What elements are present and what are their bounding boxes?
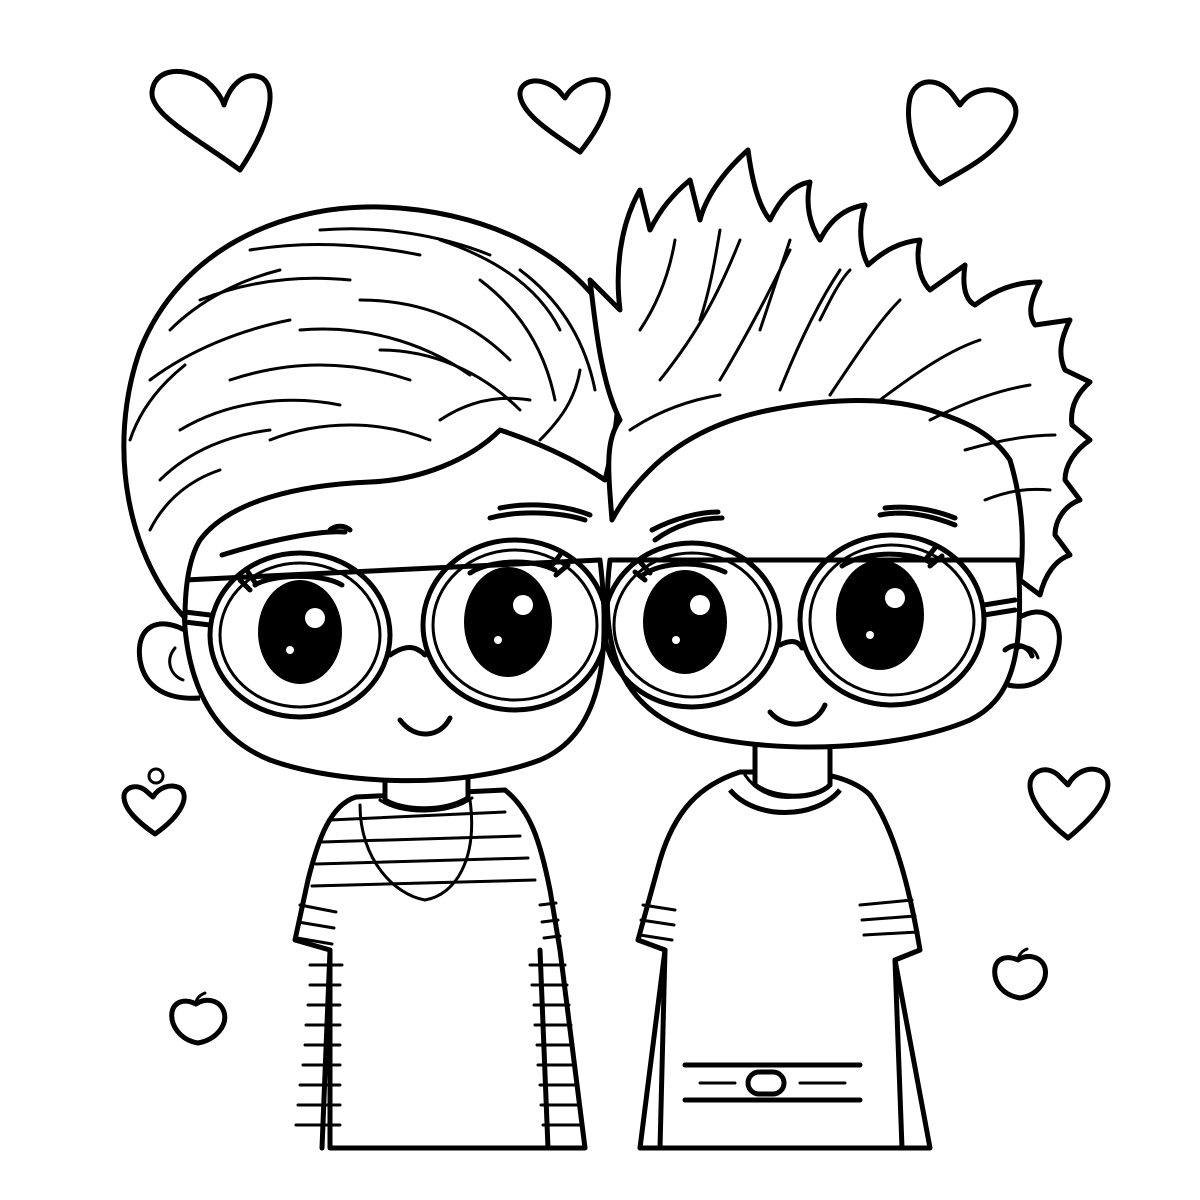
heart-icon	[906, 79, 1019, 187]
eyes-right	[632, 545, 1035, 674]
striped-shirt	[292, 787, 588, 1151]
heart-icon	[1027, 766, 1111, 841]
boy-left	[121, 204, 622, 1151]
smile	[767, 702, 828, 727]
small-heart-icon	[121, 767, 187, 837]
apple-heart-icon	[992, 947, 1048, 1001]
boy-right	[587, 147, 1093, 1151]
tshirt	[635, 769, 933, 1151]
heart-icon	[517, 77, 611, 155]
spiky-hair	[587, 147, 1093, 598]
glasses-right	[601, 532, 1018, 710]
smile	[397, 715, 453, 737]
apple-heart-icon	[169, 991, 228, 1046]
heart-icon	[149, 69, 273, 173]
eyes-left	[237, 552, 571, 684]
